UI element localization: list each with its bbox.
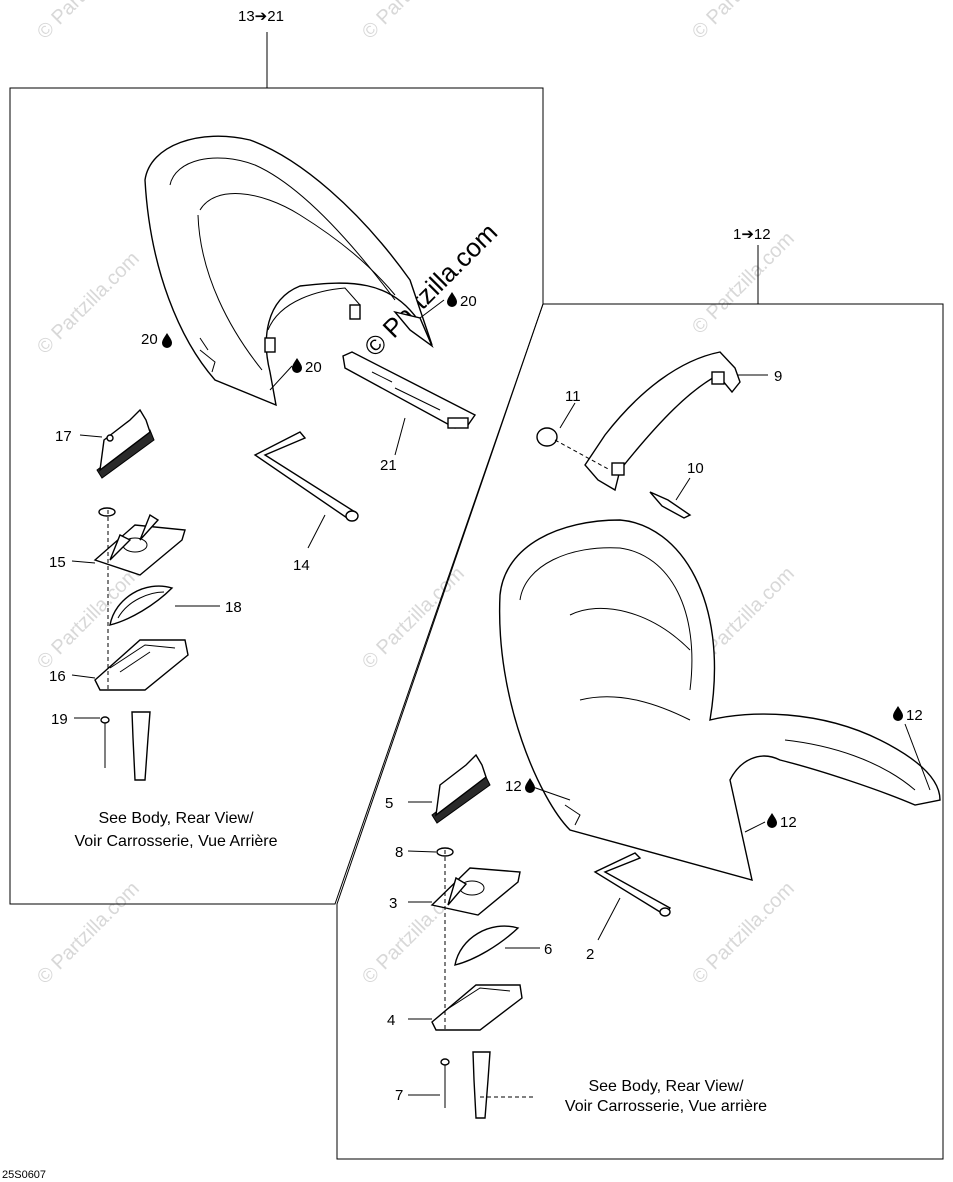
watermark: © Partzilla.com	[33, 0, 144, 44]
plate-part-3	[430, 867, 521, 916]
sealant-label-12: 12	[780, 814, 797, 831]
latch-part-5	[431, 753, 491, 824]
label-18: 18	[225, 599, 242, 616]
latch-part-17	[96, 408, 155, 479]
label-8: 8	[395, 844, 403, 861]
diagram-reference: 25S0607	[2, 1169, 46, 1181]
left-group-frame: 13➔21	[9, 8, 544, 905]
clip-part-18	[109, 585, 174, 626]
passenger-seat	[144, 135, 434, 407]
watermark: © Partzilla.com	[358, 0, 469, 44]
sealant-label-20: 20	[460, 293, 477, 310]
bolt-part-10	[649, 491, 692, 519]
drop-icon	[767, 813, 777, 828]
nut-part-11	[536, 427, 611, 471]
group-label-left: 13➔21	[238, 8, 284, 25]
label-7: 7	[395, 1087, 403, 1104]
drop-icon	[162, 333, 172, 348]
right-group-frame: 1➔12	[336, 226, 944, 1160]
label-2: 2	[586, 946, 594, 963]
label-14: 14	[293, 557, 310, 574]
watermark: © Partzilla.com	[688, 228, 799, 339]
watermark: © Partzilla.com	[33, 878, 144, 989]
drop-icon	[447, 292, 457, 307]
base-part-16	[94, 639, 189, 691]
label-9: 9	[774, 368, 782, 385]
note-left-line-1: See Body, Rear View/	[98, 810, 254, 827]
sealant-label-12: 12	[906, 707, 923, 724]
label-6: 6	[544, 941, 552, 958]
watermark: © Partzilla.com	[33, 248, 144, 359]
note-right-line-2: Voir Carrosserie, Vue arrière	[565, 1098, 767, 1115]
label-5: 5	[385, 795, 393, 812]
label-15: 15	[49, 554, 66, 571]
part-labels: 17 15 18 16 19 14 21 11 9 10 5 8 3 6 2 4…	[49, 368, 782, 1104]
drop-icon	[525, 778, 535, 793]
pin-part-7	[440, 850, 491, 1119]
sealant-label-20: 20	[141, 331, 158, 348]
label-17: 17	[55, 428, 72, 445]
pin-part-19	[100, 510, 151, 781]
note-left-line-2: Voir Carrosserie, Vue Arrière	[74, 833, 277, 850]
grab-handle-part-9	[584, 351, 741, 492]
label-21: 21	[380, 457, 397, 474]
label-19: 19	[51, 711, 68, 728]
note-right-line-1: See Body, Rear View/	[588, 1078, 744, 1095]
sealant-label-12: 12	[505, 778, 522, 795]
group-label-right: 1➔12	[733, 226, 771, 243]
label-16: 16	[49, 668, 66, 685]
label-3: 3	[389, 895, 397, 912]
leader-lines	[71, 299, 931, 1098]
sealant-label-20: 20	[305, 359, 322, 376]
drop-icon	[292, 358, 302, 373]
watermark: © Partzilla.com	[688, 878, 799, 989]
label-4: 4	[387, 1012, 395, 1029]
base-part-4	[431, 984, 523, 1031]
watermark: © Partzilla.com	[688, 0, 799, 44]
drop-icon	[893, 706, 903, 721]
sealant-labels: 20 20 20 12 12 12	[141, 292, 923, 831]
label-10: 10	[687, 460, 704, 477]
clip-part-6	[454, 925, 520, 966]
plate-part-15	[93, 507, 186, 576]
strap-part-21	[342, 351, 477, 429]
rod-part-14	[253, 431, 359, 522]
reference-notes: See Body, Rear View/ Voir Carrosserie, V…	[74, 810, 767, 1115]
rod-part-2	[593, 852, 672, 917]
label-11: 11	[565, 388, 581, 405]
driver-seat	[498, 519, 941, 881]
watermark: © Partzilla.com	[358, 563, 469, 674]
